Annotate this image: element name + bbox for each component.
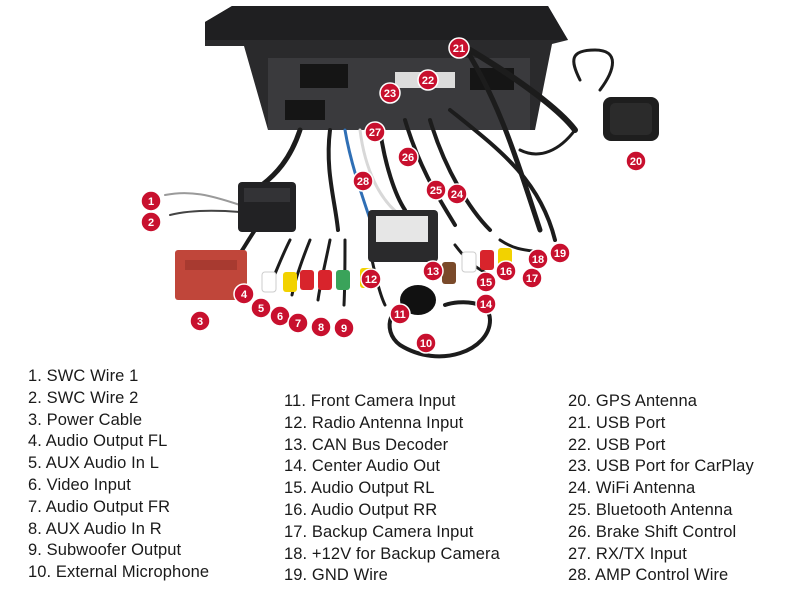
marker-23: 23: [379, 82, 401, 104]
svg-text:13: 13: [427, 266, 439, 278]
marker-3: 3: [189, 310, 211, 332]
svg-text:24: 24: [451, 189, 464, 201]
svg-text:8: 8: [318, 322, 324, 334]
svg-text:4: 4: [241, 289, 248, 301]
legend-item: 21. USB Port: [568, 413, 666, 432]
svg-text:27: 27: [369, 127, 381, 139]
marker-11: 11: [389, 303, 411, 325]
svg-text:26: 26: [402, 152, 414, 164]
can-bus-decoder-box: [368, 210, 438, 262]
svg-text:16: 16: [500, 266, 512, 278]
head-unit: [205, 6, 568, 130]
legend-item: 19. GND Wire: [284, 566, 388, 585]
svg-text:9: 9: [341, 323, 347, 335]
marker-4: 4: [233, 283, 255, 305]
svg-text:5: 5: [258, 303, 264, 315]
marker-1: 1: [140, 190, 162, 212]
svg-text:20: 20: [630, 156, 642, 168]
marker-27: 27: [364, 121, 386, 143]
marker-21: 21: [448, 37, 470, 59]
legend-item: 20. GPS Antenna: [568, 392, 698, 410]
legend-item: 4. Audio Output FL: [28, 432, 168, 451]
legend-item: 9. Subwoofer Output: [28, 541, 182, 560]
svg-text:10: 10: [420, 338, 432, 350]
marker-17: 17: [521, 267, 543, 289]
marker-28: 28: [352, 170, 374, 192]
marker-6: 6: [269, 305, 291, 327]
svg-text:17: 17: [526, 273, 538, 285]
svg-text:28: 28: [357, 176, 369, 188]
svg-text:18: 18: [532, 254, 544, 266]
legend-item: 11. Front Camera Input: [284, 392, 456, 410]
legend-item: 17. Backup Camera Input: [284, 522, 474, 541]
marker-16: 16: [495, 260, 517, 282]
legend-column-1: 1. SWC Wire 1 2. SWC Wire 2 3. Power Cab…: [28, 366, 209, 584]
legend-item: 24. WiFi Antenna: [568, 479, 696, 498]
gps-antenna-puck: [603, 97, 659, 141]
legend-item: 3. Power Cable: [28, 410, 143, 429]
legend-item: 22. USB Port: [568, 435, 666, 454]
legend-item: 6. Video Input: [28, 475, 131, 494]
legend-item: 14. Center Audio Out: [284, 457, 441, 476]
svg-text:23: 23: [384, 88, 396, 100]
legend-item: 12. Radio Antenna Input: [284, 413, 464, 432]
marker-25: 25: [425, 179, 447, 201]
marker-7: 7: [287, 312, 309, 334]
legend-item: 27. RX/TX Input: [568, 544, 687, 563]
marker-2: 2: [140, 211, 162, 233]
svg-text:11: 11: [394, 309, 406, 321]
legend-item: 16. Audio Output RR: [284, 500, 438, 519]
microphone: [400, 285, 436, 315]
legend-item: 28. AMP Control Wire: [568, 566, 729, 585]
svg-text:19: 19: [554, 248, 566, 260]
legend-column-3: 20. GPS Antenna 21. USB Port 22. USB Por…: [568, 391, 754, 587]
svg-text:15: 15: [480, 277, 492, 289]
svg-text:14: 14: [480, 299, 493, 311]
svg-text:1: 1: [148, 196, 154, 208]
svg-text:21: 21: [453, 43, 465, 55]
legend-item: 25. Bluetooth Antenna: [568, 500, 733, 519]
marker-24: 24: [446, 183, 468, 205]
marker-10: 10: [415, 332, 437, 354]
legend-column-2: 11. Front Camera Input 12. Radio Antenna…: [284, 391, 500, 587]
marker-5: 5: [250, 297, 272, 319]
legend-item: 15. Audio Output RL: [284, 479, 435, 498]
legend-item: 10. External Microphone: [28, 563, 210, 582]
steering-adapter-box: [238, 182, 296, 232]
legend-item: 7. Audio Output FR: [28, 497, 171, 516]
marker-12: 12: [360, 268, 382, 290]
legend-item: 5. AUX Audio In L: [28, 454, 160, 473]
svg-text:12: 12: [365, 274, 377, 286]
rca-plug: [261, 248, 512, 293]
legend-item: 26. Brake Shift Control: [568, 522, 737, 541]
legend-item: 2. SWC Wire 2: [28, 388, 139, 407]
legend-item: 18. +12V for Backup Camera: [284, 544, 500, 563]
marker-15: 15: [475, 271, 497, 293]
svg-text:25: 25: [430, 185, 442, 197]
svg-text:7: 7: [295, 318, 301, 330]
marker-14: 14: [475, 293, 497, 315]
svg-text:2: 2: [148, 217, 154, 229]
marker-26: 26: [397, 146, 419, 168]
marker-18: 18: [527, 248, 549, 270]
legend-item: 23. USB Port for CarPlay: [568, 457, 754, 476]
marker-13: 13: [422, 260, 444, 282]
marker-9: 9: [333, 317, 355, 339]
marker-22: 22: [417, 69, 439, 91]
marker-20: 20: [625, 150, 647, 172]
legend-item: 8. AUX Audio In R: [28, 519, 162, 538]
legend-item: 13. CAN Bus Decoder: [284, 435, 449, 454]
marker-8: 8: [310, 316, 332, 338]
marker-19: 19: [549, 242, 571, 264]
power-plug: [175, 250, 247, 300]
svg-text:22: 22: [422, 75, 434, 87]
legend-item: 1. SWC Wire 1: [28, 367, 139, 385]
svg-text:6: 6: [277, 311, 283, 323]
svg-text:3: 3: [197, 316, 203, 328]
